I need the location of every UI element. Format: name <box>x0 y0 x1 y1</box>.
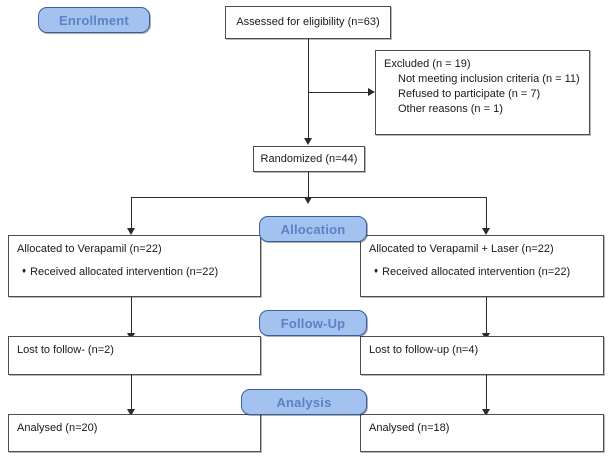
node-analysis-right: Analysed (n=18) <box>360 414 604 452</box>
node-randomized: Randomized (n=44) <box>253 146 365 172</box>
node-analysis-right-label: Analysed (n=18) <box>369 422 450 434</box>
node-assessed-for-eligibility-label: Assessed for eligibility (n=63) <box>236 16 380 28</box>
connector-assessed-to-excluded <box>308 92 368 93</box>
arrow-assessed-to-excluded <box>368 88 375 96</box>
stage-banner-enrollment-label: Enrollment <box>59 12 129 28</box>
node-assessed-for-eligibility: Assessed for eligibility (n=63) <box>225 6 391 39</box>
stage-banner-analysis-label: Analysis <box>276 394 332 410</box>
node-excluded-reason-refused: Refused to participate (n = 7) <box>398 88 541 100</box>
arrow-follow-right-to-analysis-right <box>482 409 490 416</box>
node-allocation-left-line1: Allocated to Verapamil (n=22) <box>17 243 162 255</box>
node-allocation-right: Allocated to Verapamil + Laser (n=22) Re… <box>360 235 604 297</box>
stage-banner-allocation: Allocation <box>259 216 367 242</box>
node-analysis-left-label: Analysed (n=20) <box>17 422 98 434</box>
node-allocation-left-line2: Received allocated intervention (n=22) <box>17 263 252 280</box>
connector-randomized-split-bar <box>131 197 486 198</box>
node-followup-right-label: Lost to follow-up (n=4) <box>369 344 479 356</box>
connector-randomized-right-drop <box>486 197 487 232</box>
connector-randomized-left-drop <box>131 197 132 232</box>
node-followup-left: Lost to follow- (n=2) <box>8 336 261 375</box>
arrow-randomized-stem <box>304 197 312 204</box>
arrow-follow-left-to-analysis-left <box>127 409 135 416</box>
connector-alloc-right-to-follow-right <box>486 297 487 337</box>
connector-randomized-stem <box>308 172 309 201</box>
node-allocation-right-line1: Allocated to Verapamil + Laser (n=22) <box>369 243 554 255</box>
arrow-assessed-to-randomized <box>304 138 312 145</box>
connector-follow-left-to-analysis-left <box>131 375 132 413</box>
node-randomized-label: Randomized (n=44) <box>260 152 358 165</box>
arrow-randomized-to-alloc-right <box>482 228 490 235</box>
connector-assessed-trunk <box>308 39 309 138</box>
arrow-randomized-to-alloc-left <box>127 228 135 235</box>
node-excluded-reason-other: Other reasons (n = 1) <box>398 103 503 115</box>
stage-banner-allocation-label: Allocation <box>280 221 346 237</box>
stage-banner-followup: Follow-Up <box>259 310 367 336</box>
stage-banner-analysis: Analysis <box>241 389 367 415</box>
node-analysis-left: Analysed (n=20) <box>8 414 261 452</box>
connector-alloc-left-to-follow-left <box>131 297 132 337</box>
node-excluded-heading: Excluded (n = 19) <box>384 58 471 70</box>
node-followup-right: Lost to follow-up (n=4) <box>360 336 604 375</box>
stage-banner-enrollment: Enrollment <box>38 7 150 33</box>
node-allocation-right-line2: Received allocated intervention (n=22) <box>369 263 595 280</box>
node-excluded-reason-criteria: Not meeting inclusion criteria (n = 11) <box>398 73 580 85</box>
stage-banner-followup-label: Follow-Up <box>280 315 346 331</box>
connector-follow-right-to-analysis-right <box>486 375 487 413</box>
node-excluded: Excluded (n = 19) Not meeting inclusion … <box>375 50 590 135</box>
node-followup-left-label: Lost to follow- (n=2) <box>17 344 114 356</box>
node-allocation-left: Allocated to Verapamil (n=22) Received a… <box>8 235 261 297</box>
